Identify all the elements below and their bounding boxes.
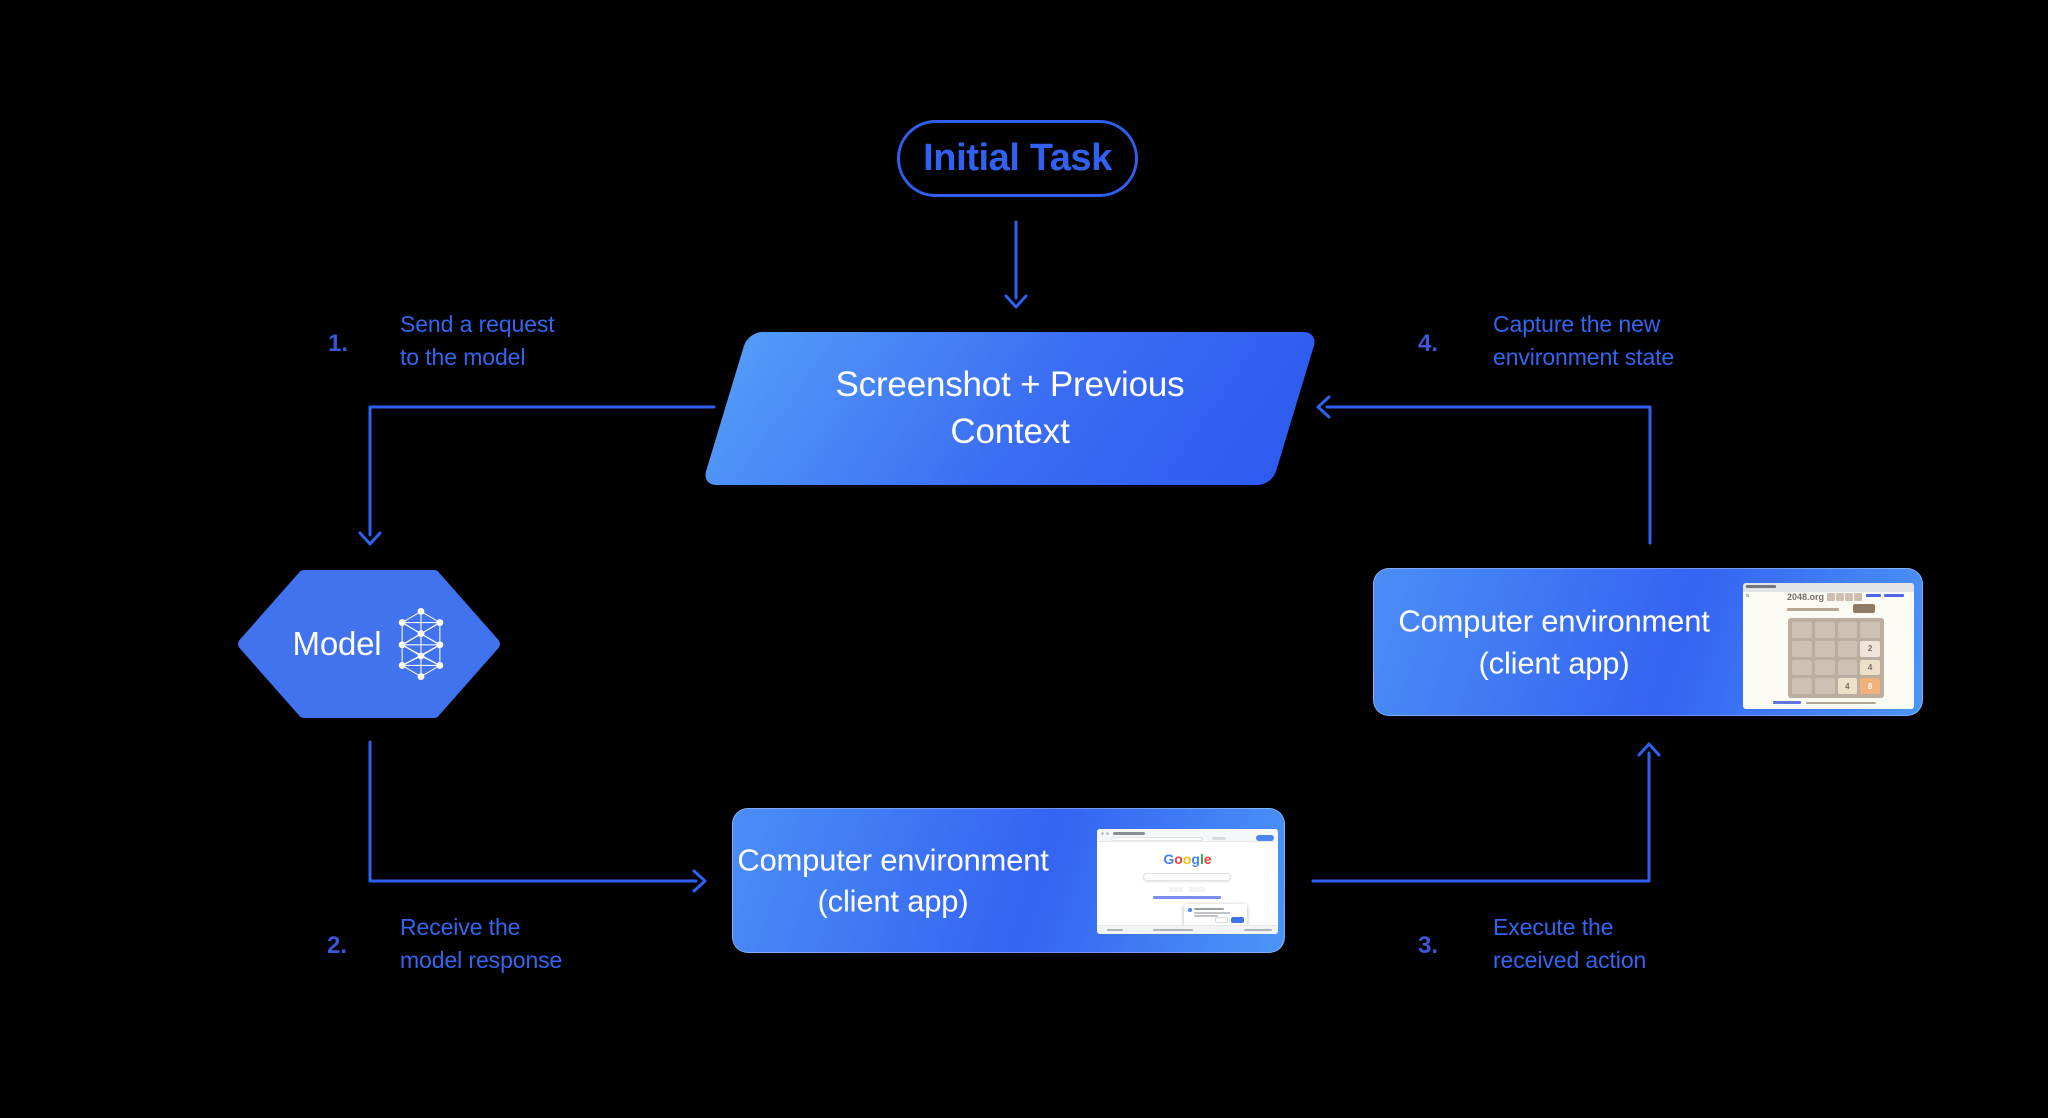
step-1-number: 1. <box>328 330 349 357</box>
lucky-button <box>1189 887 1205 892</box>
window-control <box>1106 832 1109 835</box>
dialog-text <box>1194 912 1230 914</box>
howto-link <box>1773 701 1801 704</box>
step-2-line2: model response <box>400 946 563 973</box>
dialog-title <box>1194 908 1224 910</box>
env-right-line1: Computer environment <box>1398 603 1710 639</box>
step-4-line2: environment state <box>1493 343 1675 370</box>
arrow-screenshot-to-model <box>358 405 716 546</box>
arrow-env-to-env <box>1311 742 1661 883</box>
step-3-number: 3. <box>1418 932 1439 959</box>
profile-button <box>1256 835 1274 841</box>
footer-text <box>1107 929 1123 931</box>
browser-chrome <box>1743 583 1914 592</box>
model-label: Model <box>292 625 382 662</box>
footer-text <box>1244 929 1272 931</box>
step-1-line2: to the model <box>400 343 526 370</box>
step-2-line1: Receive the <box>400 914 521 940</box>
step-2-number: 2. <box>327 932 348 959</box>
search-button <box>1169 887 1183 892</box>
grid-cell <box>1792 640 1812 657</box>
env-bottom-line2: (client app) <box>817 883 969 919</box>
arrow-task-to-screenshot <box>1004 220 1028 309</box>
step-3-line1: Execute the <box>1493 914 1614 940</box>
tagline-text <box>1787 608 1839 611</box>
step-4-number: 4. <box>1418 330 1439 357</box>
google-screenshot: Google <box>1097 829 1278 934</box>
google-logo: Google <box>1163 851 1212 867</box>
footer-text <box>1806 701 1876 704</box>
step-3-label: Execute the received action <box>1493 911 1646 976</box>
signin-dialog <box>1184 904 1247 926</box>
grid-cell <box>1814 640 1835 657</box>
neural-network-icon <box>399 608 444 680</box>
grid-tile-2: 2 <box>1860 640 1880 657</box>
header-link <box>1866 594 1881 597</box>
score-box <box>1854 593 1862 601</box>
model-node-content: Model <box>238 570 500 718</box>
toolbar-icons <box>1212 837 1226 840</box>
model-node: Model <box>238 570 500 718</box>
env-node-right: Computer environment (client app) 2048.o… <box>1373 568 1923 716</box>
score-box <box>1836 593 1844 601</box>
screenshot-context-node: Screenshot + Previous Context <box>701 332 1319 485</box>
grid-cell <box>1837 622 1858 638</box>
grid-tile-8: 8 <box>1860 678 1880 694</box>
dialog-text <box>1194 915 1218 917</box>
env-bottom-label: Computer environment (client app) <box>733 839 1053 922</box>
step-3-line2: received action <box>1493 946 1647 973</box>
screenshot-context-line1: Screenshot + Previous <box>835 365 1185 405</box>
grid-cell <box>1814 622 1835 638</box>
step-1-line1: Send a request <box>400 311 555 337</box>
grid-cell <box>1837 659 1858 676</box>
hexagon-shape <box>238 570 500 718</box>
offered-in-link <box>1153 896 1221 899</box>
site-title: 2048.org <box>1787 592 1825 602</box>
step-4-label: Capture the new environment state <box>1493 308 1674 373</box>
page-footer <box>1097 925 1278 934</box>
grid-tile-4: 4 <box>1860 659 1880 676</box>
browser-tab <box>1113 832 1145 835</box>
initial-task-node: Initial Task <box>897 120 1138 197</box>
grid-cell <box>1792 622 1812 638</box>
env-node-bottom: Computer environment (client app) Google <box>732 808 1285 953</box>
step-1-label: Send a request to the model <box>400 308 555 373</box>
footer-text <box>1153 929 1193 931</box>
grid-cell <box>1837 640 1858 657</box>
step-2-label: Receive the model response <box>400 911 562 976</box>
grid-cell <box>1814 678 1835 694</box>
grid-tile-4: 4 <box>1837 678 1858 694</box>
search-box <box>1143 873 1231 881</box>
env-right-line2: (client app) <box>1478 645 1630 680</box>
grid-cell <box>1792 678 1812 694</box>
env-right-label: Computer environment (client app) <box>1374 600 1734 683</box>
browser-back-icon <box>1746 594 1749 597</box>
browser-tab <box>1746 585 1776 588</box>
env-bottom-line1: Computer environment <box>737 841 1049 877</box>
header-link <box>1884 594 1904 597</box>
score-box <box>1827 593 1835 601</box>
step-4-line1: Capture the new <box>1493 311 1661 337</box>
window-control <box>1101 832 1104 835</box>
dialog-secondary-button <box>1215 917 1228 923</box>
arrow-model-to-env <box>368 740 707 893</box>
score-box <box>1845 593 1853 601</box>
url-bar <box>1111 837 1203 841</box>
new-game-button <box>1853 604 1875 613</box>
grid-cell <box>1814 659 1835 676</box>
screenshot-context-label: Screenshot + Previous Context <box>725 332 1295 485</box>
screenshot-context-line2: Context <box>950 411 1070 451</box>
grid-cell <box>1860 622 1880 638</box>
arrow-env-to-screenshot <box>1316 395 1652 545</box>
dialog-primary-button <box>1231 917 1244 923</box>
initial-task-label: Initial Task <box>923 137 1112 179</box>
dialog-logo <box>1188 908 1192 912</box>
grid-cell <box>1792 659 1812 676</box>
browser-chrome <box>1097 829 1278 842</box>
